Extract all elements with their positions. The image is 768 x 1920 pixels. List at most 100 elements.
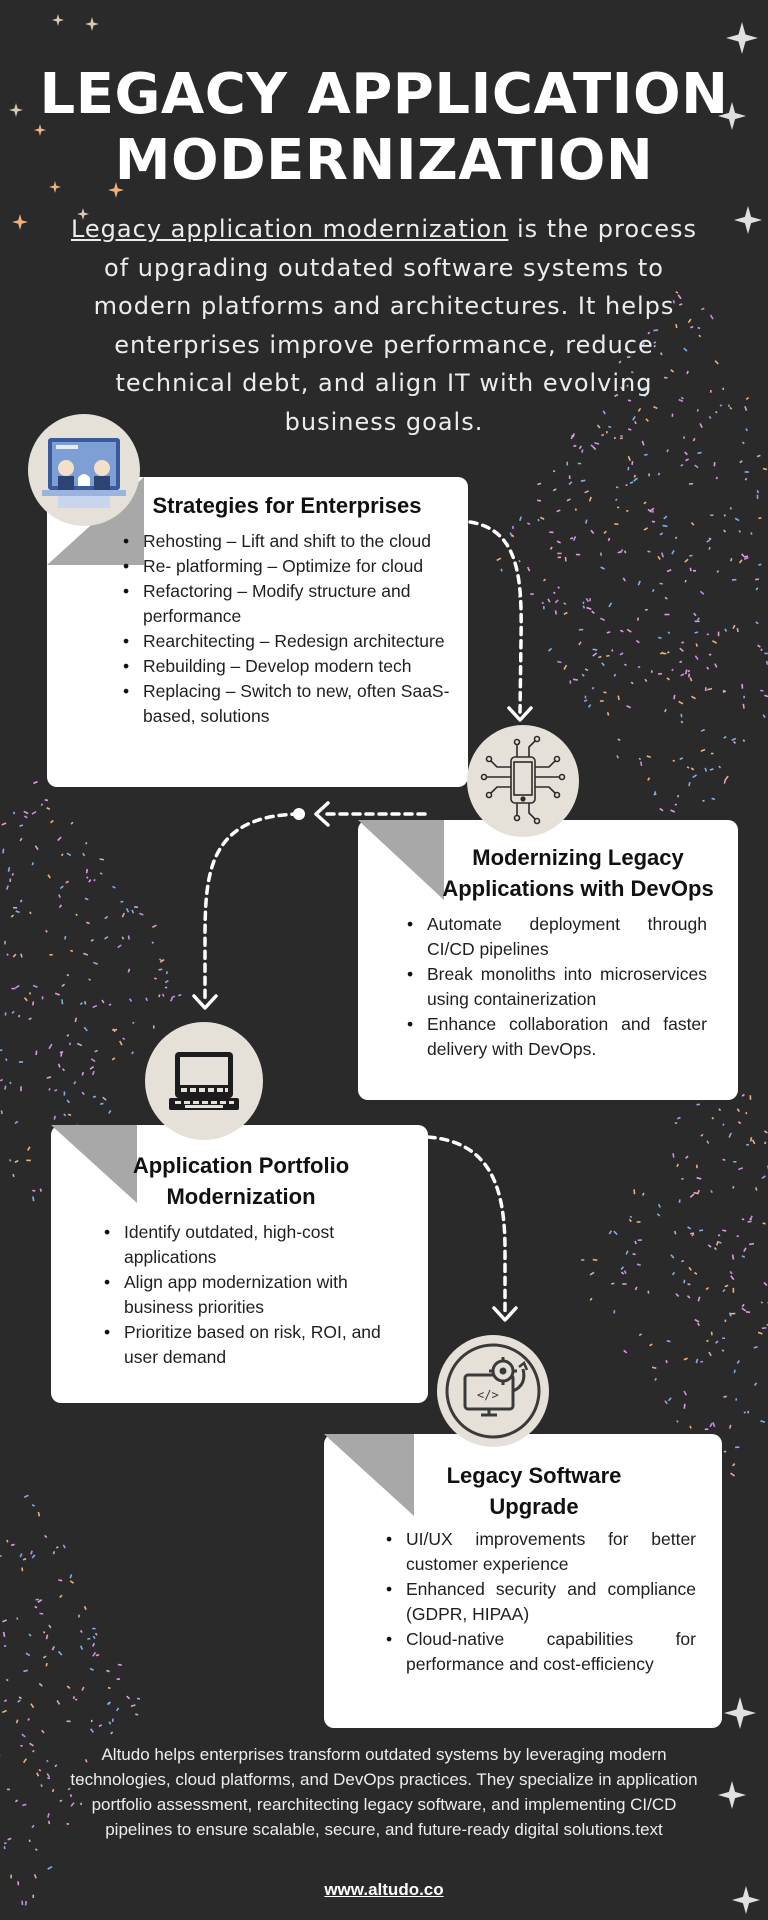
confetti-speck	[702, 799, 705, 802]
confetti-speck	[578, 445, 583, 450]
confetti-speck	[708, 537, 712, 541]
confetti-speck	[127, 935, 130, 940]
confetti-speck	[653, 405, 658, 410]
confetti-speck	[92, 1095, 97, 1098]
confetti-speck	[637, 666, 641, 669]
confetti-speck	[32, 1894, 35, 1898]
confetti-speck	[79, 1645, 84, 1650]
confetti-speck	[600, 617, 606, 622]
confetti-speck	[40, 1784, 43, 1787]
confetti-speck	[613, 436, 616, 440]
confetti-speck	[32, 1189, 36, 1192]
confetti-speck	[635, 639, 640, 644]
confetti-speck	[596, 424, 601, 429]
confetti-speck	[500, 568, 503, 572]
confetti-speck	[11, 873, 15, 876]
confetti-speck	[47, 1866, 53, 1870]
confetti-speck	[710, 514, 714, 517]
confetti-speck	[7, 866, 11, 872]
confetti-speck	[51, 1788, 55, 1793]
card-list: Rehosting – Lift and shift to the cloud …	[123, 529, 453, 729]
confetti-speck	[54, 1088, 58, 1092]
confetti-speck	[70, 1802, 75, 1807]
confetti-speck	[675, 291, 679, 294]
confetti-speck	[82, 852, 86, 857]
confetti-speck	[608, 425, 612, 429]
confetti-speck	[542, 578, 547, 582]
confetti-speck	[67, 1787, 71, 1791]
confetti-speck	[549, 531, 554, 534]
confetti-speck	[624, 347, 629, 351]
confetti-speck	[592, 652, 598, 657]
confetti-speck	[688, 781, 691, 787]
confetti-speck	[697, 1322, 701, 1327]
confetti-speck	[32, 984, 38, 988]
confetti-speck	[66, 1034, 70, 1037]
confetti-speck	[732, 1186, 735, 1189]
confetti-speck	[121, 912, 125, 918]
confetti-speck	[7, 1837, 12, 1841]
confetti-speck	[53, 1115, 56, 1120]
list-item: Identify outdated, high-cost application…	[104, 1220, 404, 1270]
confetti-speck	[117, 944, 122, 949]
confetti-speck	[755, 587, 759, 591]
list-item: Rehosting – Lift and shift to the cloud	[123, 529, 453, 554]
confetti-speck	[653, 341, 657, 344]
confetti-speck	[740, 553, 745, 558]
confetti-speck	[709, 314, 714, 320]
sparkle-star	[12, 214, 28, 230]
confetti-speck	[684, 451, 688, 456]
confetti-speck	[760, 648, 763, 652]
confetti-speck	[643, 527, 648, 531]
confetti-speck	[6, 1788, 10, 1791]
confetti-speck	[177, 993, 182, 997]
confetti-speck	[42, 1631, 46, 1634]
card-list: UI/UX improvements for better customer e…	[386, 1527, 696, 1677]
confetti-speck	[0, 1555, 2, 1558]
confetti-speck	[696, 617, 700, 621]
confetti-speck	[552, 469, 556, 473]
team-meeting-icon	[28, 414, 140, 526]
confetti-speck	[676, 1163, 679, 1168]
confetti-speck	[75, 913, 78, 917]
confetti-speck	[614, 393, 619, 398]
confetti-speck	[694, 655, 699, 660]
confetti-speck	[41, 1729, 45, 1734]
confetti-speck	[603, 691, 607, 694]
laptop-keyboard-icon	[145, 1022, 263, 1140]
confetti-speck	[713, 462, 716, 467]
confetti-speck	[584, 490, 589, 494]
confetti-speck	[663, 515, 668, 520]
website-link[interactable]: www.altudo.co	[324, 1880, 444, 1899]
confetti-speck	[15, 984, 20, 989]
confetti-speck	[647, 777, 651, 781]
confetti-speck	[717, 1234, 721, 1237]
confetti-speck	[6, 1539, 9, 1543]
confetti-speck	[92, 1651, 97, 1657]
confetti-speck	[90, 1728, 95, 1733]
confetti-speck	[681, 1259, 685, 1263]
confetti-speck	[666, 1339, 671, 1343]
confetti-speck	[729, 406, 733, 410]
confetti-speck	[738, 559, 743, 564]
confetti-speck	[722, 1229, 727, 1232]
confetti-speck	[47, 874, 51, 879]
confetti-speck	[761, 1327, 767, 1330]
confetti-speck	[6, 953, 9, 956]
intro-link-term[interactable]: Legacy application modernization	[70, 215, 509, 243]
confetti-speck	[644, 608, 648, 611]
confetti-speck	[34, 1605, 38, 1609]
confetti-speck	[83, 1001, 87, 1005]
confetti-speck	[81, 1071, 84, 1076]
confetti-speck	[496, 557, 502, 562]
svg-text:</>: </>	[477, 1388, 499, 1402]
confetti-speck	[614, 498, 618, 502]
confetti-speck	[708, 415, 712, 419]
confetti-speck	[634, 1240, 637, 1245]
confetti-speck	[24, 1900, 27, 1906]
confetti-speck	[578, 641, 582, 646]
confetti-speck	[749, 1095, 752, 1100]
confetti-speck	[608, 602, 613, 608]
confetti-speck	[613, 1230, 618, 1236]
confetti-speck	[637, 580, 641, 586]
